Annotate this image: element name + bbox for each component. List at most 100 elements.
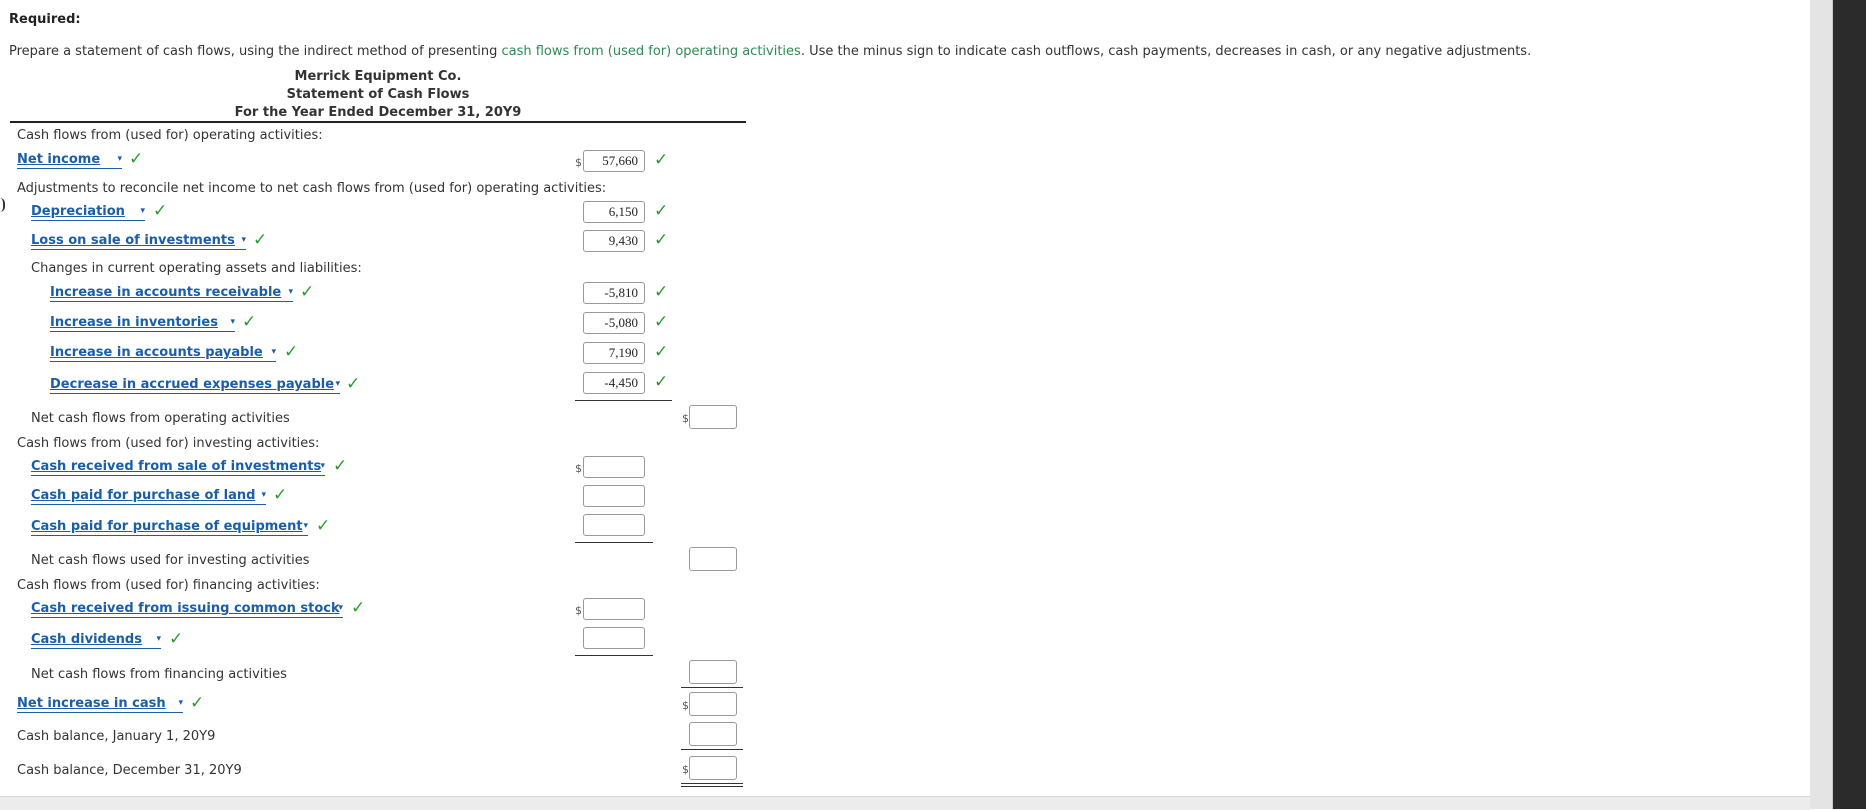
net-increase-dropdown[interactable]: Net increase in cash ▾ [17,695,183,713]
chevron-down-icon: ▾ [230,317,235,327]
dollar-sign: $ [575,604,582,617]
chevron-down-icon: ▾ [320,461,325,471]
increase-ap-input[interactable]: 7,190 [583,342,645,364]
scrollbar-track[interactable] [1810,0,1833,809]
chevron-down-icon: ▾ [335,379,340,389]
financing-header: Cash flows from (used for) financing act… [17,578,320,593]
chevron-down-icon: ▾ [140,206,145,216]
net-financing-label: Net cash flows from financing activities [31,667,287,682]
purchase-equipment-dropdown[interactable]: Cash paid for purchase of equipment▾ [31,518,308,536]
depreciation-dropdown[interactable]: Depreciation ▾ [31,203,145,221]
purchase-equipment-input[interactable] [583,514,645,536]
decrease-accrued-dropdown[interactable]: Decrease in accrued expenses payable▾ [50,376,340,394]
chevron-down-icon: ▾ [271,347,276,357]
investing-header: Cash flows from (used for) investing act… [17,436,320,451]
dropdown-label: Net increase in cash [17,696,166,711]
operating-header: Cash flows from (used for) operating act… [17,128,323,143]
increase-ar-dropdown[interactable]: Increase in accounts receivable ▾ [50,284,293,302]
net-operating-label: Net cash flows from operating activities [31,411,290,426]
dropdown-label: Net income [17,152,101,167]
check-icon: ✓ [351,598,366,618]
chevron-down-icon: ▾ [261,490,266,500]
increase-inventories-dropdown[interactable]: Increase in inventories ▾ [50,314,235,332]
increase-inventories-input[interactable]: -5,080 [583,312,645,334]
vertical-scrollbar[interactable] [1810,0,1866,809]
check-icon: ✓ [654,150,669,170]
total-double-rule [681,783,743,784]
sale-investments-input[interactable] [583,456,645,478]
chevron-down-icon: ▾ [338,603,343,613]
edge-marker [0,198,5,212]
purchase-land-input[interactable] [583,485,645,507]
header-divider [10,121,746,123]
dividends-dropdown[interactable]: Cash dividends▾ [31,631,161,649]
net-financing-input[interactable] [689,660,737,684]
chevron-down-icon: ▾ [178,698,183,708]
check-icon: ✓ [654,372,669,392]
dropdown-label: Cash paid for purchase of equipment [31,519,303,534]
company-name: Merrick Equipment Co. [294,69,462,84]
check-icon: ✓ [654,230,669,250]
dollar-sign: $ [682,412,689,425]
dollar-sign: $ [682,699,689,712]
chevron-down-icon: ▾ [303,521,308,531]
net-income-dropdown[interactable]: Net income ▾ [17,151,122,169]
changes-header: Changes in current operating assets and … [31,261,362,276]
horizontal-scrollbar[interactable] [0,796,1810,810]
adjustments-header: Adjustments to reconcile net income to n… [17,181,607,196]
cash-dec-label: Cash balance, December 31, 20Y9 [17,763,242,778]
instructions-highlight-link[interactable]: cash flows from (used for) operating act… [501,44,801,59]
loss-on-sale-input[interactable]: 9,430 [583,230,645,252]
chevron-down-icon: ▾ [117,154,122,164]
cash-jan-label: Cash balance, January 1, 20Y9 [17,729,216,744]
dropdown-label: Depreciation [31,204,125,219]
net-operating-input[interactable] [689,405,737,429]
check-icon: ✓ [190,693,205,713]
check-icon: ✓ [284,342,299,362]
subtotal-rule [575,400,672,401]
check-icon: ✓ [169,629,184,649]
dropdown-label: Increase in accounts payable [50,345,263,360]
check-icon: ✓ [346,374,361,394]
check-icon: ✓ [242,312,257,332]
check-icon: ✓ [333,456,348,476]
common-stock-input[interactable] [583,598,645,620]
check-icon: ✓ [153,201,168,221]
increase-ar-input[interactable]: -5,810 [583,282,645,304]
net-investing-label: Net cash flows used for investing activi… [31,553,310,568]
common-stock-dropdown[interactable]: Cash received from issuing common stock▾ [31,600,343,618]
dropdown-label: Increase in inventories [50,315,218,330]
dropdown-label: Cash received from sale of investments [31,459,322,474]
dropdown-label: Cash paid for purchase of land [31,488,256,503]
decrease-accrued-input[interactable]: -4,450 [583,372,645,394]
check-icon: ✓ [316,516,331,536]
statement-period: For the Year Ended December 31, 20Y9 [234,105,522,120]
net-income-input[interactable]: 57,660 [583,150,645,172]
loss-on-sale-dropdown[interactable]: Loss on sale of investments ▾ [31,232,246,250]
chevron-down-icon: ▾ [241,235,246,245]
cash-jan-input[interactable] [689,722,737,746]
increase-ap-dropdown[interactable]: Increase in accounts payable ▾ [50,344,276,362]
subtotal-rule [575,655,653,656]
chevron-down-icon: ▾ [288,287,293,297]
net-investing-input[interactable] [689,547,737,571]
purchase-land-dropdown[interactable]: Cash paid for purchase of land ▾ [31,487,266,505]
dropdown-label: Cash received from issuing common stock [31,601,340,616]
dollar-sign: $ [575,156,582,169]
dropdown-label: Decrease in accrued expenses payable [50,377,335,392]
check-icon: ✓ [654,201,669,221]
dividends-input[interactable] [583,627,645,649]
cash-dec-input[interactable] [689,756,737,780]
check-icon: ✓ [273,485,288,505]
subtotal-rule [681,687,743,688]
dropdown-label: Loss on sale of investments [31,233,235,248]
check-icon: ✓ [654,312,669,332]
statement-title: Statement of Cash Flows [286,87,470,102]
subtotal-rule [681,749,743,750]
dropdown-label: Cash dividends [31,632,142,647]
check-icon: ✓ [654,282,669,302]
sale-investments-dropdown[interactable]: Cash received from sale of investments▾ [31,458,325,476]
net-increase-input[interactable] [689,692,737,716]
depreciation-input[interactable]: 6,150 [583,201,645,223]
dropdown-label: Increase in accounts receivable [50,285,282,300]
